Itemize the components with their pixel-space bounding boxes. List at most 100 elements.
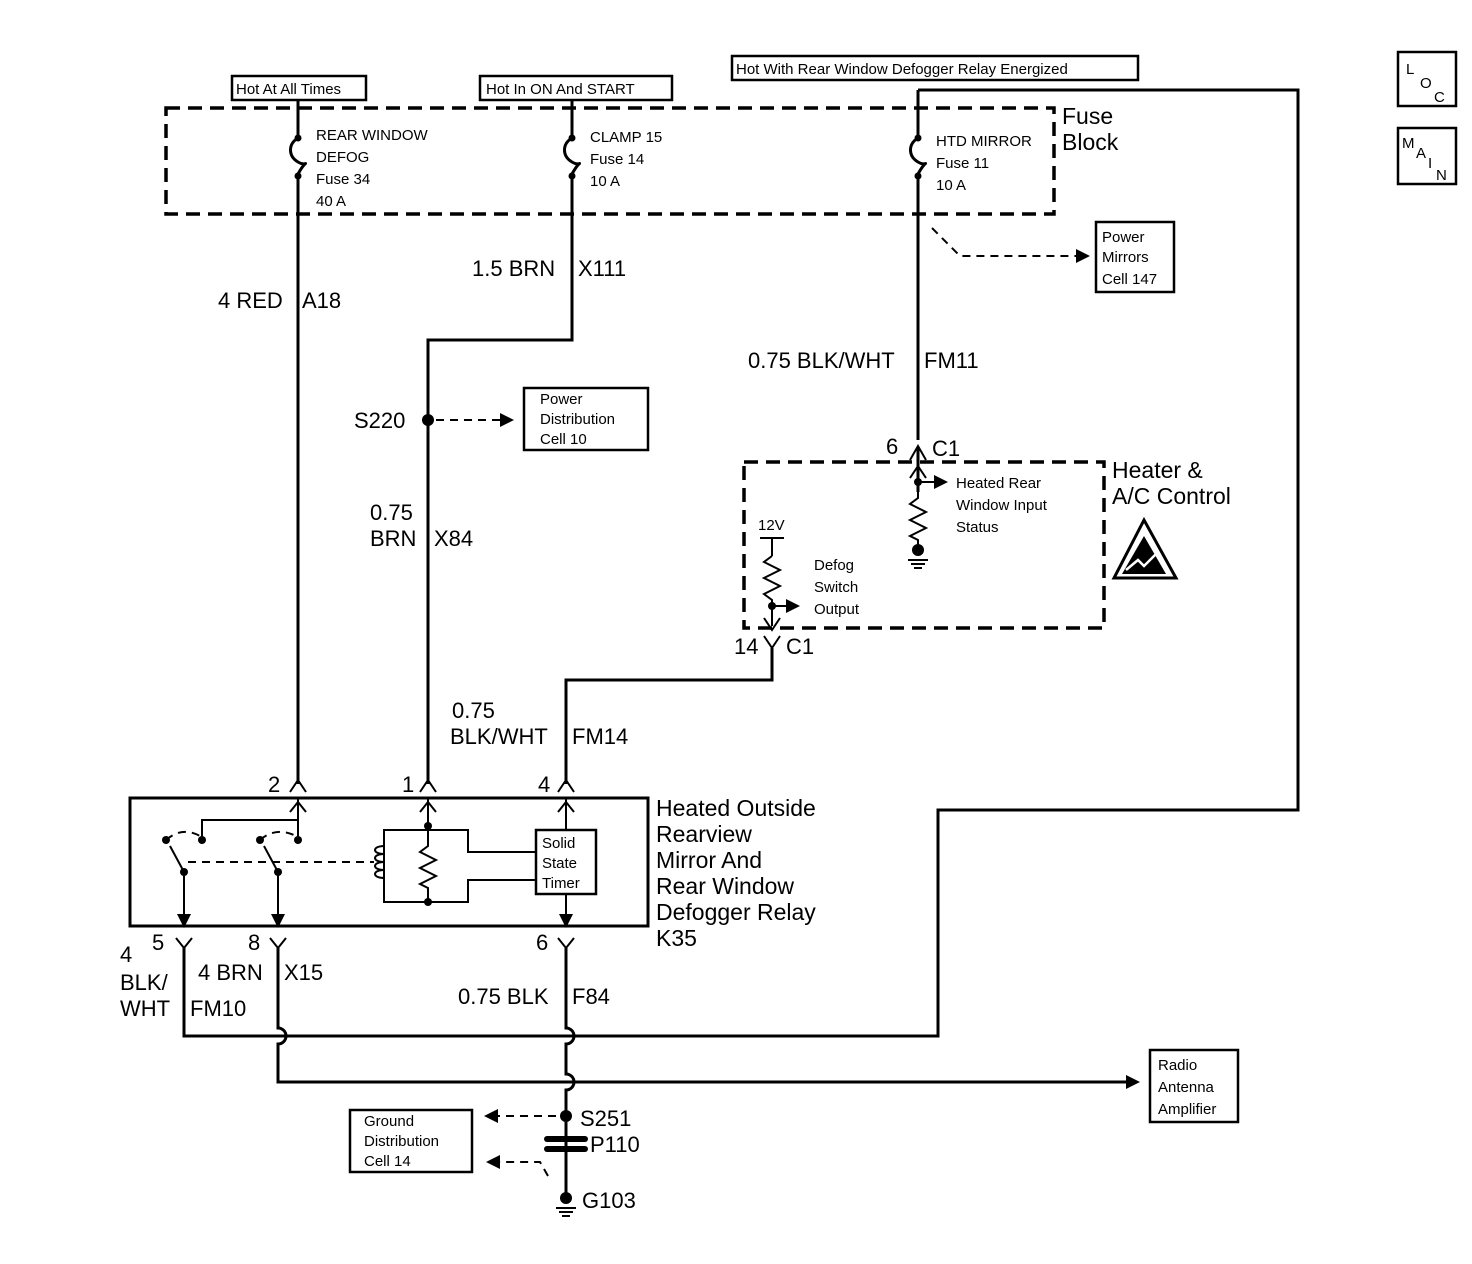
splice-s251: S251	[560, 1106, 631, 1131]
svg-text:10 A: 10 A	[590, 173, 620, 190]
svg-text:1.5 BRN: 1.5 BRN	[472, 256, 555, 281]
svg-text:Cell 147: Cell 147	[1102, 271, 1157, 288]
relay-pin-2: 2	[268, 772, 307, 797]
svg-text:Cell 14: Cell 14	[364, 1153, 411, 1170]
svg-text:FM11: FM11	[924, 348, 979, 373]
defog-switch-pullup: 12V	[758, 517, 800, 632]
svg-text:A: A	[1416, 145, 1426, 162]
main-nav-button[interactable]: M A I N	[1396, 126, 1458, 186]
svg-text:Amplifier: Amplifier	[1158, 1101, 1216, 1118]
svg-text:BLK/: BLK/	[120, 970, 169, 995]
svg-text:Defog: Defog	[814, 557, 854, 574]
hot-at-all-times-label: Hot At All Times	[230, 74, 368, 102]
connector-c1-pin14: 14 C1	[734, 634, 814, 659]
svg-text:State: State	[542, 855, 577, 872]
svg-text:12V: 12V	[758, 517, 785, 534]
hvac-control-title: Heater & A/C Control	[1112, 457, 1231, 509]
svg-text:Rear Window: Rear Window	[656, 873, 794, 899]
relay-k35-outline	[128, 796, 650, 928]
wire-f84-label: 0.75 BLK F84	[458, 984, 610, 1009]
svg-text:4: 4	[120, 942, 132, 967]
svg-text:Heater &: Heater &	[1112, 457, 1203, 483]
fuse-11-symbol	[909, 134, 927, 180]
svg-text:A/C Control: A/C Control	[1112, 483, 1231, 509]
relay-coil	[374, 798, 536, 906]
svg-text:CLAMP 15: CLAMP 15	[590, 129, 662, 146]
svg-text:4 RED: 4 RED	[218, 288, 283, 313]
svg-text:C1: C1	[786, 634, 814, 659]
svg-text:Block: Block	[1062, 129, 1119, 155]
svg-text:Heated Rear: Heated Rear	[956, 475, 1041, 492]
wire-x15	[276, 948, 1130, 1084]
svg-text:S220: S220	[354, 408, 405, 433]
svg-text:40 A: 40 A	[316, 193, 346, 210]
svg-text:F84: F84	[572, 984, 610, 1009]
svg-text:K35: K35	[656, 925, 697, 951]
splice-s220: S220	[354, 408, 434, 433]
ground-g103: G103	[556, 1188, 636, 1217]
hvac-control-outline	[742, 460, 1106, 630]
fuse-34-label: REAR WINDOW DEFOG Fuse 34 40 A	[316, 127, 429, 210]
svg-text:Mirror And: Mirror And	[656, 847, 762, 873]
power-distribution-ref[interactable]: Power Distribution Cell 10	[522, 386, 650, 452]
svg-text:Antenna: Antenna	[1158, 1079, 1215, 1096]
svg-text:Rearview: Rearview	[656, 821, 752, 847]
relay-pin-6: 6	[536, 930, 575, 955]
svg-text:WHT: WHT	[120, 996, 170, 1021]
wire-x111-label: 1.5 BRN X111	[472, 256, 626, 281]
svg-text:Distribution: Distribution	[540, 411, 615, 428]
relay-energized-feed-wire	[182, 88, 1300, 1038]
svg-text:X111: X111	[578, 256, 626, 281]
relay-pin-8: 8	[248, 930, 287, 955]
ground-distribution-ref[interactable]: Ground Distribution Cell 14	[348, 1108, 474, 1174]
svg-text:Heated Outside: Heated Outside	[656, 795, 816, 821]
svg-text:N: N	[1436, 167, 1447, 184]
svg-text:4: 4	[538, 772, 550, 797]
svg-text:A18: A18	[302, 288, 341, 313]
svg-text:Defogger Relay: Defogger Relay	[656, 899, 816, 925]
svg-text:Power: Power	[540, 391, 583, 408]
svg-text:G103: G103	[582, 1188, 636, 1213]
svg-text:Solid: Solid	[542, 835, 575, 852]
loc-nav-button[interactable]: L O C	[1396, 50, 1458, 108]
svg-text:Timer: Timer	[542, 875, 580, 892]
svg-text:0.75 BLK: 0.75 BLK	[458, 984, 549, 1009]
svg-text:Distribution: Distribution	[364, 1133, 439, 1150]
svg-text:X15: X15	[284, 960, 323, 985]
hot-in-on-start-label: Hot In ON And START	[478, 74, 674, 102]
svg-text:Fuse 14: Fuse 14	[590, 151, 644, 168]
svg-text:I: I	[1428, 155, 1432, 172]
power-mirrors-ref[interactable]: Power Mirrors Cell 147	[1094, 220, 1176, 294]
power-mirrors-arrow	[931, 227, 1080, 257]
svg-text:10 A: 10 A	[936, 177, 966, 194]
svg-text:C: C	[1434, 89, 1445, 106]
svg-text:Cell 10: Cell 10	[540, 431, 587, 448]
wire-fm14-label: 0.75 BLK/WHT FM14	[450, 698, 628, 749]
radio-antenna-amplifier-ref[interactable]: Radio Antenna Amplifier	[1148, 1048, 1240, 1124]
relay-pin-5: 5	[152, 930, 193, 955]
heated-rear-window-input-label: Heated Rear Window Input Status	[956, 475, 1048, 536]
esd-warning-icon	[1111, 516, 1179, 580]
svg-text:HTD MIRROR: HTD MIRROR	[936, 133, 1032, 150]
svg-text:Hot At All Times: Hot At All Times	[236, 81, 341, 98]
relay-pin-1: 1	[402, 772, 437, 797]
svg-text:5: 5	[152, 930, 164, 955]
svg-text:Window Input: Window Input	[956, 497, 1048, 514]
wire-fm10-label: 4 BLK/ WHT FM10	[120, 942, 246, 1021]
svg-text:Hot In ON And START: Hot In ON And START	[486, 81, 635, 98]
svg-text:6: 6	[536, 930, 548, 955]
svg-text:BLK/WHT: BLK/WHT	[450, 724, 548, 749]
solid-state-timer: Solid State Timer	[534, 828, 598, 896]
fuse-block-outline	[164, 106, 1056, 216]
svg-text:P110: P110	[590, 1132, 640, 1157]
hot-relay-energized-label: Hot With Rear Window Defogger Relay Ener…	[730, 54, 1140, 82]
svg-text:X84: X84	[434, 526, 473, 551]
svg-text:1: 1	[402, 772, 414, 797]
svg-text:L: L	[1406, 61, 1414, 78]
wire-f84	[564, 948, 576, 1196]
svg-text:BRN: BRN	[370, 526, 416, 551]
relay-contacts	[162, 798, 374, 928]
input-pulldown-resistor	[907, 490, 929, 569]
svg-text:C1: C1	[932, 436, 960, 461]
wire-x15-label: 4 BRN X15	[198, 960, 323, 985]
